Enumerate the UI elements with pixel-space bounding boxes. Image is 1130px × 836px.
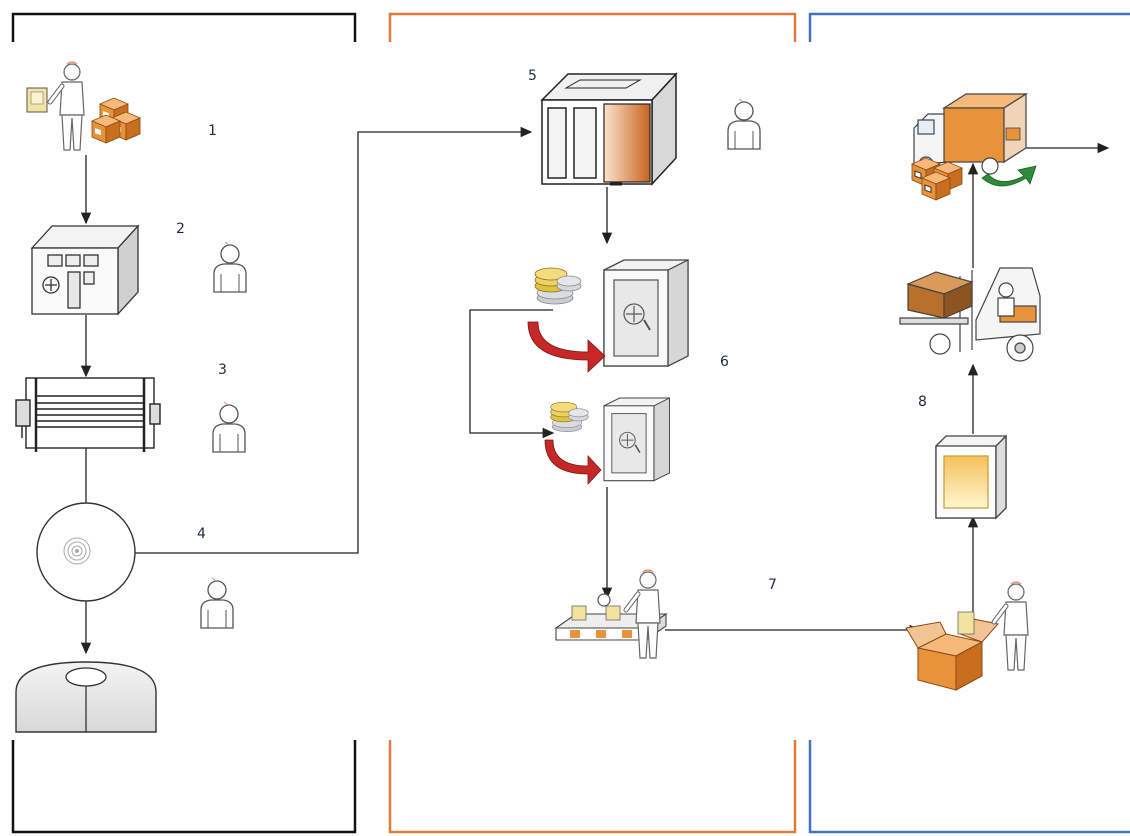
left-panel-frame (11, 12, 357, 834)
small-coins-and-vault-icon (544, 397, 671, 486)
step-label-3: 3 (218, 362, 227, 378)
step-label-6: 6 (720, 354, 729, 370)
person-with-scanner-and-boxes-icon (26, 62, 141, 150)
person-icon (200, 577, 234, 629)
delivery-truck-icon (911, 92, 1037, 201)
operator-icons (200, 98, 761, 629)
conveyor-inspection-icon (554, 570, 668, 658)
packing-box-icon (905, 582, 1028, 691)
step-label-1: 1 (208, 123, 217, 139)
display-screen-icon (935, 434, 1007, 520)
step-label-5: 5 (528, 68, 537, 84)
step-label-2: 2 (176, 221, 185, 237)
step-label-7: 7 (768, 577, 777, 593)
right-panel-frame (808, 12, 1130, 834)
forklift-icon (899, 267, 1041, 362)
roller-machine-icon (15, 377, 161, 452)
coins-and-vault-icon (527, 259, 689, 373)
person-icon (213, 241, 247, 293)
factory-building-icon (30, 224, 140, 316)
industrial-machine-icon (540, 72, 678, 186)
flow-connectors (80, 126, 1110, 655)
storage-tank-icon (15, 661, 157, 733)
person-icon (212, 401, 246, 453)
person-icon (727, 98, 761, 150)
disc-icon (36, 502, 136, 602)
step-label-4: 4 (197, 526, 206, 542)
middle-panel-frame (388, 12, 797, 834)
step-label-8: 8 (918, 394, 927, 410)
